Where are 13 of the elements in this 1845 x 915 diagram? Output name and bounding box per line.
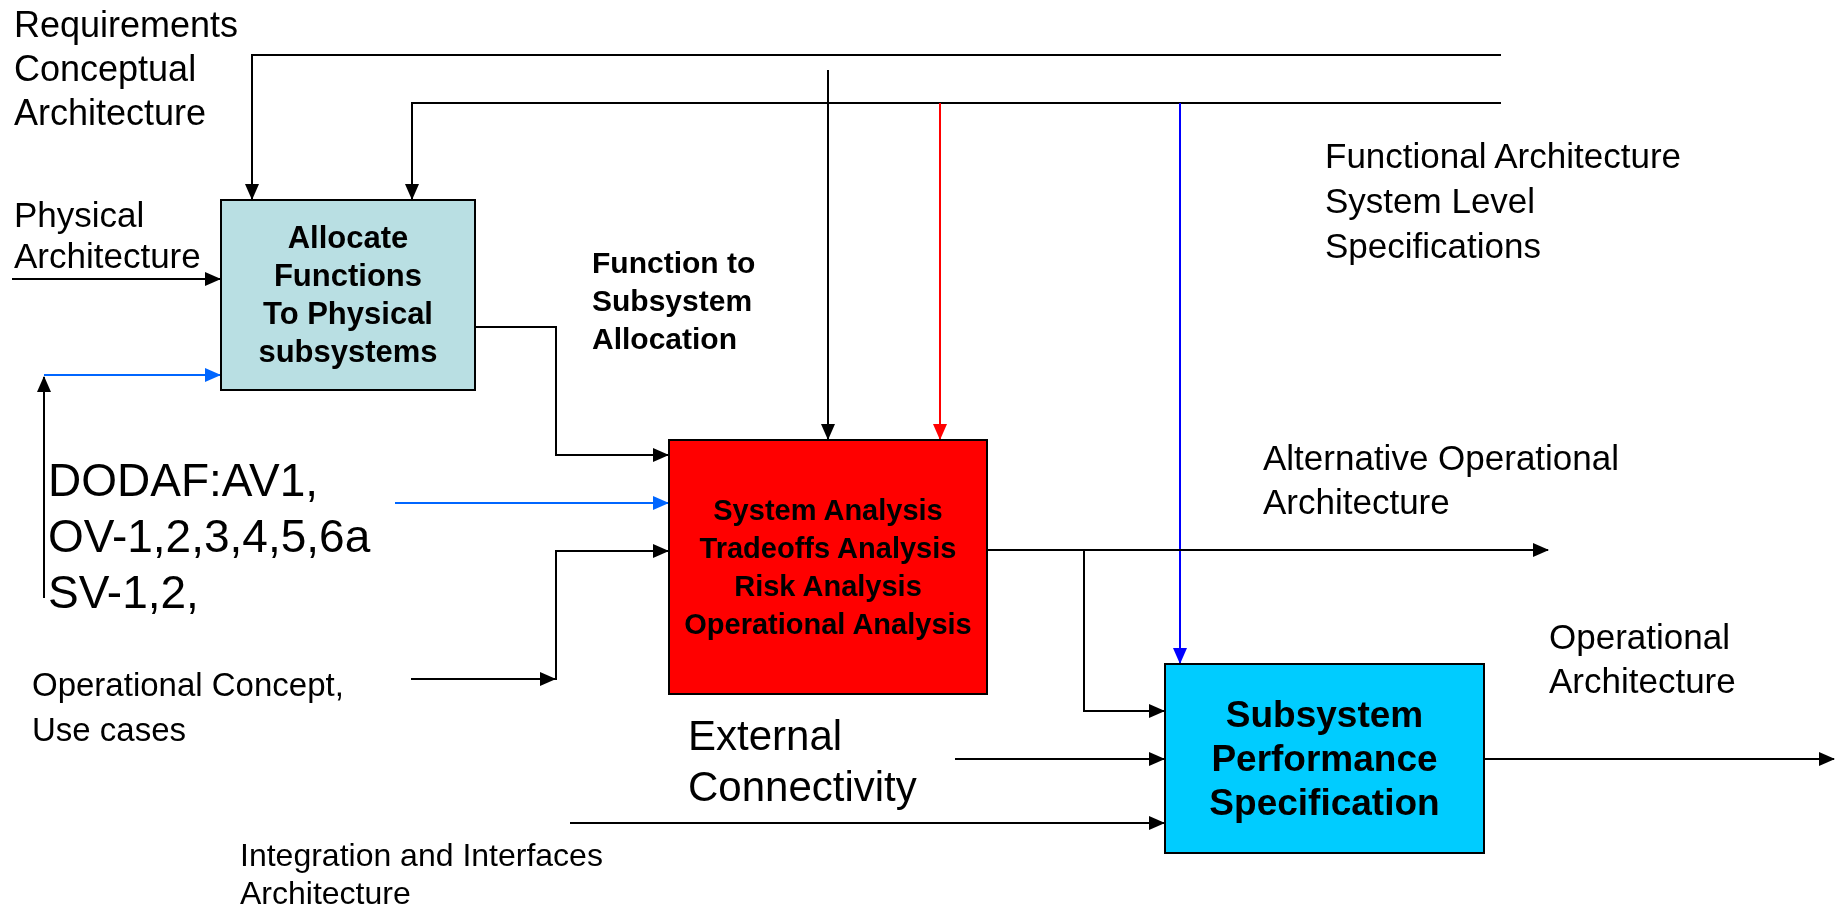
process-box: Subsystem Performance Specification — [1164, 663, 1485, 854]
label-text: Alternative Operational Architecture — [1263, 437, 1621, 523]
label-text: External Connectivity — [688, 711, 918, 812]
label-text: Integration and Interfaces Architecture — [240, 836, 604, 912]
process-box: System Analysis Tradeoffs Analysis Risk Analysis Operational Analysis — [668, 439, 988, 695]
label-text: DODAF:AV1, OV-1,2,3,4,5,6a SV-1,2, — [48, 453, 372, 620]
label-text: Requirements Conceptual Architecture — [14, 3, 240, 135]
label-text: Functional Architecture System Level Specifications — [1325, 135, 1682, 267]
label-text: Function to Subsystem Allocation — [592, 245, 757, 357]
input-label: Physical Architecture — [14, 194, 218, 276]
label-text: Operational Concept, Use cases — [32, 665, 345, 750]
label-text: Operational Architecture — [1549, 616, 1737, 702]
process-box: Allocate Functions To Physical subsystems — [220, 199, 476, 391]
